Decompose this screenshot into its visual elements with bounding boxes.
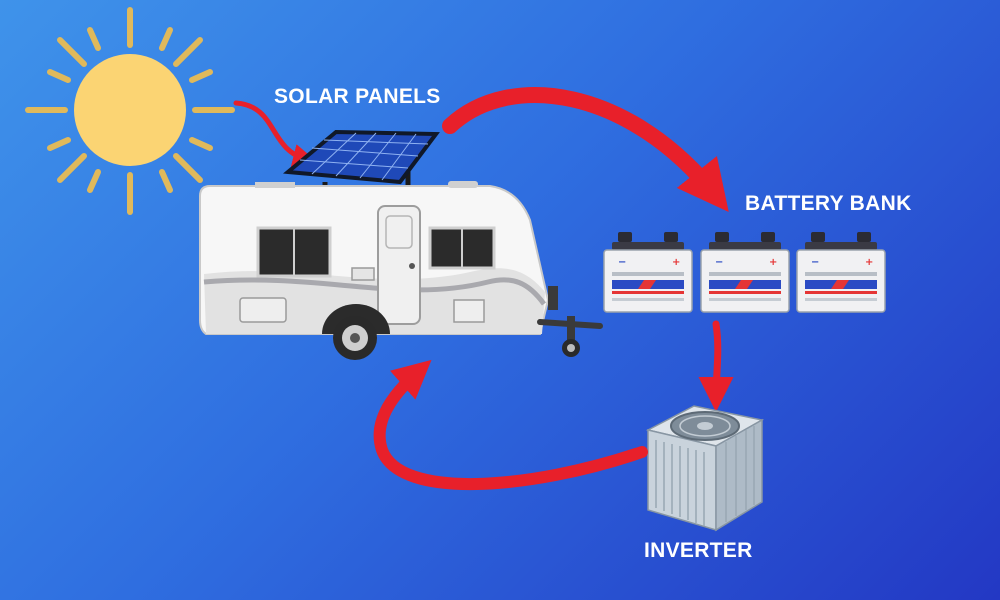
battery-icon — [796, 231, 886, 313]
solar-panels-label: SOLAR PANELS — [274, 85, 441, 108]
sun-icon — [25, 7, 235, 215]
solar-panel-icon — [283, 129, 440, 190]
flow-arrow-sun-to-panels — [233, 100, 318, 169]
caravan-icon — [199, 181, 603, 360]
flow-arrow-panels-to-battery — [442, 87, 729, 213]
battery-icon — [603, 231, 693, 313]
battery-bank — [603, 231, 886, 313]
battery-icon — [700, 231, 790, 313]
inverter-unit-icon — [645, 405, 765, 532]
battery-bank-label: BATTERY BANK — [745, 192, 912, 215]
flow-arrow-battery-to-inverter — [698, 320, 734, 412]
flow-arrow-inverter-to-caravan — [373, 359, 648, 490]
inverter-label: INVERTER — [644, 539, 753, 562]
